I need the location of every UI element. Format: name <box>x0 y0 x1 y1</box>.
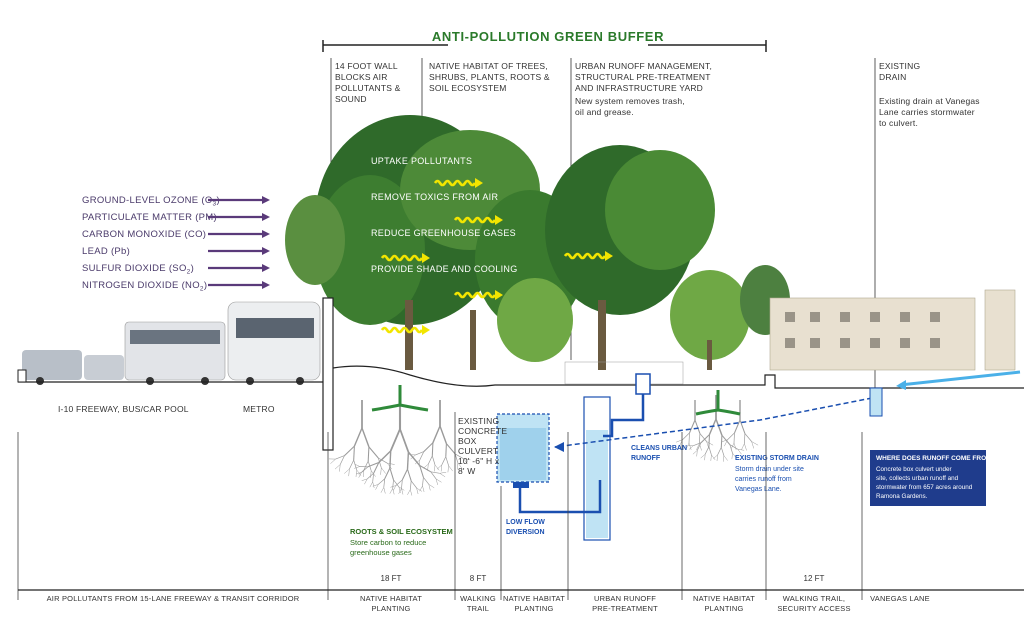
pollutant-arrowhead <box>262 230 270 238</box>
pollutant-item: NITROGEN DIOXIDE (NO2) <box>82 280 207 293</box>
svg-text:AND INFRASTRUCTURE YARD: AND INFRASTRUCTURE YARD <box>575 83 703 93</box>
pollutant-arrowhead <box>262 264 270 272</box>
svg-text:greenhouse gases: greenhouse gases <box>350 548 412 557</box>
svg-text:Vanegas Lane.: Vanegas Lane. <box>735 486 782 493</box>
zone-labels: AIR POLLUTANTS FROM 15-LANE FREEWAY & TR… <box>47 594 930 613</box>
pollutant-item: PARTICULATE MATTER (PM) <box>82 212 217 223</box>
svg-text:ROOTS & SOIL ECOSYSTEM: ROOTS & SOIL ECOSYSTEM <box>350 527 453 536</box>
diagram-title: ANTI-POLLUTION GREEN BUFFER <box>432 29 664 44</box>
tree-label-remove: REMOVE TOXICS FROM AIR <box>371 192 498 202</box>
pollutant-arrowhead <box>262 196 270 204</box>
metro-label: METRO <box>243 404 275 414</box>
pollutant-item: GROUND-LEVEL OZONE (O3) <box>82 195 220 208</box>
freeway-label: I-10 FREEWAY, BUS/CAR POOL <box>58 404 189 414</box>
svg-text:Concrete box culvert under: Concrete box culvert under <box>876 466 952 473</box>
svg-text:8' W: 8' W <box>458 466 476 476</box>
tree-label-uptake: UPTAKE POLLUTANTS <box>371 156 472 166</box>
svg-text:RUNOFF: RUNOFF <box>631 455 661 462</box>
svg-text:CULVERT: CULVERT <box>458 446 498 456</box>
tree-label-reduce: REDUCE GREENHOUSE GASES <box>371 228 516 238</box>
dim-8ft: 8 FT <box>470 574 487 583</box>
runoff-label: URBAN RUNOFF MANAGEMENT, STRUCTURAL PRE-… <box>575 61 712 117</box>
lowflow-label: LOW FLOW <box>506 519 545 526</box>
tree-canopy <box>285 115 790 370</box>
svg-text:NATIVE HABITAT: NATIVE HABITAT <box>693 594 755 603</box>
svg-text:SOUND: SOUND <box>335 94 367 104</box>
cleans-label: CLEANS URBAN <box>631 445 687 452</box>
svg-text:VANEGAS LANE: VANEGAS LANE <box>870 594 930 603</box>
buffer-bracket: ANTI-POLLUTION GREEN BUFFER <box>323 28 766 52</box>
svg-text:PRE-TREATMENT: PRE-TREATMENT <box>592 604 658 613</box>
pollutant-arrowhead <box>262 281 270 289</box>
drain-label: EXISTING DRAIN Existing drain at Vanegas… <box>879 61 980 128</box>
pollutant-arrowhead <box>262 213 270 221</box>
svg-text:POLLUTANTS &: POLLUTANTS & <box>335 83 401 93</box>
pollutant-item: LEAD (Pb) <box>82 246 130 257</box>
svg-text:STRUCTURAL PRE-TREATMENT: STRUCTURAL PRE-TREATMENT <box>575 72 711 82</box>
svg-text:URBAN RUNOFF MANAGEMENT,: URBAN RUNOFF MANAGEMENT, <box>575 61 712 71</box>
flow-pipes <box>520 394 872 512</box>
svg-text:PLANTING: PLANTING <box>514 604 553 613</box>
svg-text:Storm drain under site: Storm drain under site <box>735 466 804 473</box>
svg-text:SOIL ECOSYSTEM: SOIL ECOSYSTEM <box>429 83 507 93</box>
svg-text:WHERE DOES RUNOFF COME FROM?: WHERE DOES RUNOFF COME FROM? <box>876 455 996 462</box>
pollutant-item: SULFUR DIOXIDE (SO2) <box>82 263 194 276</box>
svg-text:EXISTING STORM DRAIN: EXISTING STORM DRAIN <box>735 455 819 462</box>
svg-text:Lane carries stormwater: Lane carries stormwater <box>879 107 975 117</box>
sound-wall <box>323 298 333 450</box>
svg-text:EXISTING: EXISTING <box>879 61 920 71</box>
dim-12ft: 12 FT <box>804 574 825 583</box>
svg-text:SECURITY ACCESS: SECURITY ACCESS <box>777 604 850 613</box>
svg-text:to culvert.: to culvert. <box>879 118 918 128</box>
svg-text:PLANTING: PLANTING <box>704 604 743 613</box>
pollutant-arrowhead <box>262 247 270 255</box>
squiggle-arrowhead <box>422 325 430 335</box>
svg-text:Ramona Gardens.: Ramona Gardens. <box>876 493 928 500</box>
roots-label: ROOTS & SOIL ECOSYSTEM Store carbon to r… <box>350 527 453 557</box>
svg-text:CONCRETE: CONCRETE <box>458 426 507 436</box>
habitat-label: NATIVE HABITAT OF TREES, SHRUBS, PLANTS,… <box>429 61 550 93</box>
root-arrows <box>372 385 740 414</box>
svg-text:site, collects urban runoff an: site, collects urban runoff and <box>876 475 959 482</box>
svg-text:Existing drain at Vanegas: Existing drain at Vanegas <box>879 96 980 106</box>
svg-text:NATIVE HABITAT: NATIVE HABITAT <box>503 594 565 603</box>
wall-label: 14 FOOT WALL BLOCKS AIR POLLUTANTS & SOU… <box>335 61 401 104</box>
svg-text:NATIVE HABITAT: NATIVE HABITAT <box>360 594 422 603</box>
svg-text:URBAN RUNOFF: URBAN RUNOFF <box>594 594 656 603</box>
svg-text:oil and grease.: oil and grease. <box>575 107 634 117</box>
svg-text:PLANTING: PLANTING <box>371 604 410 613</box>
svg-text:WALKING: WALKING <box>460 594 496 603</box>
svg-text:carries runoff from: carries runoff from <box>735 476 792 483</box>
svg-text:AIR POLLUTANTS FROM 15-LANE FR: AIR POLLUTANTS FROM 15-LANE FREEWAY & TR… <box>47 594 300 603</box>
svg-text:Store carbon to reduce: Store carbon to reduce <box>350 538 426 547</box>
runoff-info-box: WHERE DOES RUNOFF COME FROM? Concrete bo… <box>870 450 996 506</box>
apartment-buildings <box>770 290 1015 370</box>
svg-text:NATIVE HABITAT OF TREES,: NATIVE HABITAT OF TREES, <box>429 61 548 71</box>
pollutant-list: GROUND-LEVEL OZONE (O3) PARTICULATE MATTE… <box>82 195 270 293</box>
svg-text:EXISTING: EXISTING <box>458 416 499 426</box>
svg-text:BLOCKS AIR: BLOCKS AIR <box>335 72 388 82</box>
freeway-vehicles <box>22 302 320 385</box>
svg-text:DIVERSION: DIVERSION <box>506 529 545 536</box>
existing-drain-inlet <box>870 388 882 416</box>
pollutant-item: CARBON MONOXIDE (CO) <box>82 229 206 240</box>
dim-18ft: 18 FT <box>381 574 402 583</box>
svg-text:SHRUBS, PLANTS, ROOTS &: SHRUBS, PLANTS, ROOTS & <box>429 72 550 82</box>
svg-text:WALKING TRAIL,: WALKING TRAIL, <box>783 594 845 603</box>
tree-label-shade: PROVIDE SHADE AND COOLING <box>371 264 518 274</box>
svg-text:14 FOOT WALL: 14 FOOT WALL <box>335 61 398 71</box>
svg-text:10' -6" H x: 10' -6" H x <box>458 456 500 466</box>
svg-text:stormwater from 657 acres arou: stormwater from 657 acres around <box>876 484 973 491</box>
street-runoff-arrow <box>900 372 1020 385</box>
svg-text:BOX: BOX <box>458 436 477 446</box>
squiggle-arrow <box>382 328 422 332</box>
zone-dividers <box>18 412 862 600</box>
svg-text:New system removes trash,: New system removes trash, <box>575 96 685 106</box>
svg-text:TRAIL: TRAIL <box>467 604 489 613</box>
storm-drain-label: EXISTING STORM DRAIN Storm drain under s… <box>735 455 819 493</box>
svg-text:DRAIN: DRAIN <box>879 72 906 82</box>
